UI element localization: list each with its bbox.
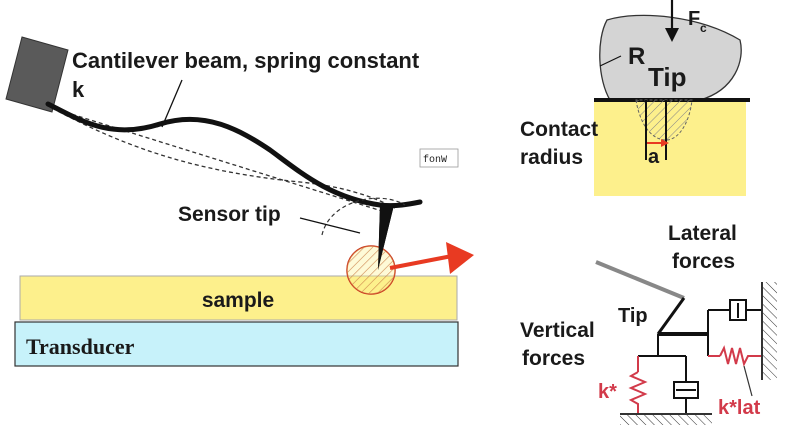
vertical-spring — [628, 371, 648, 414]
contact-panel: a F c R Tip Contact radius — [520, 0, 750, 196]
vertical-label: Vertical — [520, 319, 595, 342]
contact-radius-a: a — [648, 146, 660, 168]
lateral-motion-arrow-head — [446, 242, 474, 274]
contact-indent — [635, 99, 693, 141]
model-cantilever — [595, 260, 685, 300]
cantilever-rest-line — [51, 107, 386, 213]
lateral-label: Lateral — [668, 222, 737, 245]
cantilever-label: Cantilever beam, spring constant — [72, 48, 420, 73]
transducer-layer — [14, 321, 459, 367]
contact-tip-label: Tip — [648, 62, 687, 92]
sensor-tip-leader — [299, 217, 361, 234]
cantilever-panel: sample Transducer Cantilever beam, sprin… — [5, 36, 474, 367]
sample-label: sample — [202, 289, 274, 312]
cantilever-holder — [5, 36, 69, 113]
contact-label: Contact — [520, 118, 598, 141]
force-subscript: c — [700, 21, 707, 35]
lateral-label-forces: forces — [672, 250, 735, 273]
k-star-lat-leader — [743, 365, 753, 397]
cantilever-beam — [45, 101, 423, 209]
contact-region — [346, 245, 396, 295]
contact-label-radius: radius — [520, 146, 583, 169]
model-tip — [656, 297, 686, 335]
lateral-motion-arrow-shaft — [389, 254, 453, 270]
k-star-lat-label: k*lat — [718, 397, 761, 419]
contact-tip-body — [599, 14, 742, 101]
font-tag-box — [419, 148, 459, 168]
cantilever-deflected-line — [51, 107, 396, 209]
sensor-tip-label: Sensor tip — [178, 203, 281, 226]
font-tag: fonW — [423, 154, 447, 166]
transducer-label: Transducer — [26, 334, 135, 359]
k-star-label: k* — [598, 381, 617, 403]
tip-radius-R: R — [628, 43, 645, 70]
cantilever-label-leader — [161, 79, 183, 128]
vertical-label-forces: forces — [522, 347, 585, 370]
cantilever-label-k: k — [72, 77, 85, 102]
force-label: F — [688, 8, 700, 30]
lateral-spring — [719, 345, 762, 367]
model-tip-label: Tip — [618, 305, 648, 327]
force-model-panel: Lateral forces Tip Vertical forces k* k*… — [520, 222, 777, 425]
